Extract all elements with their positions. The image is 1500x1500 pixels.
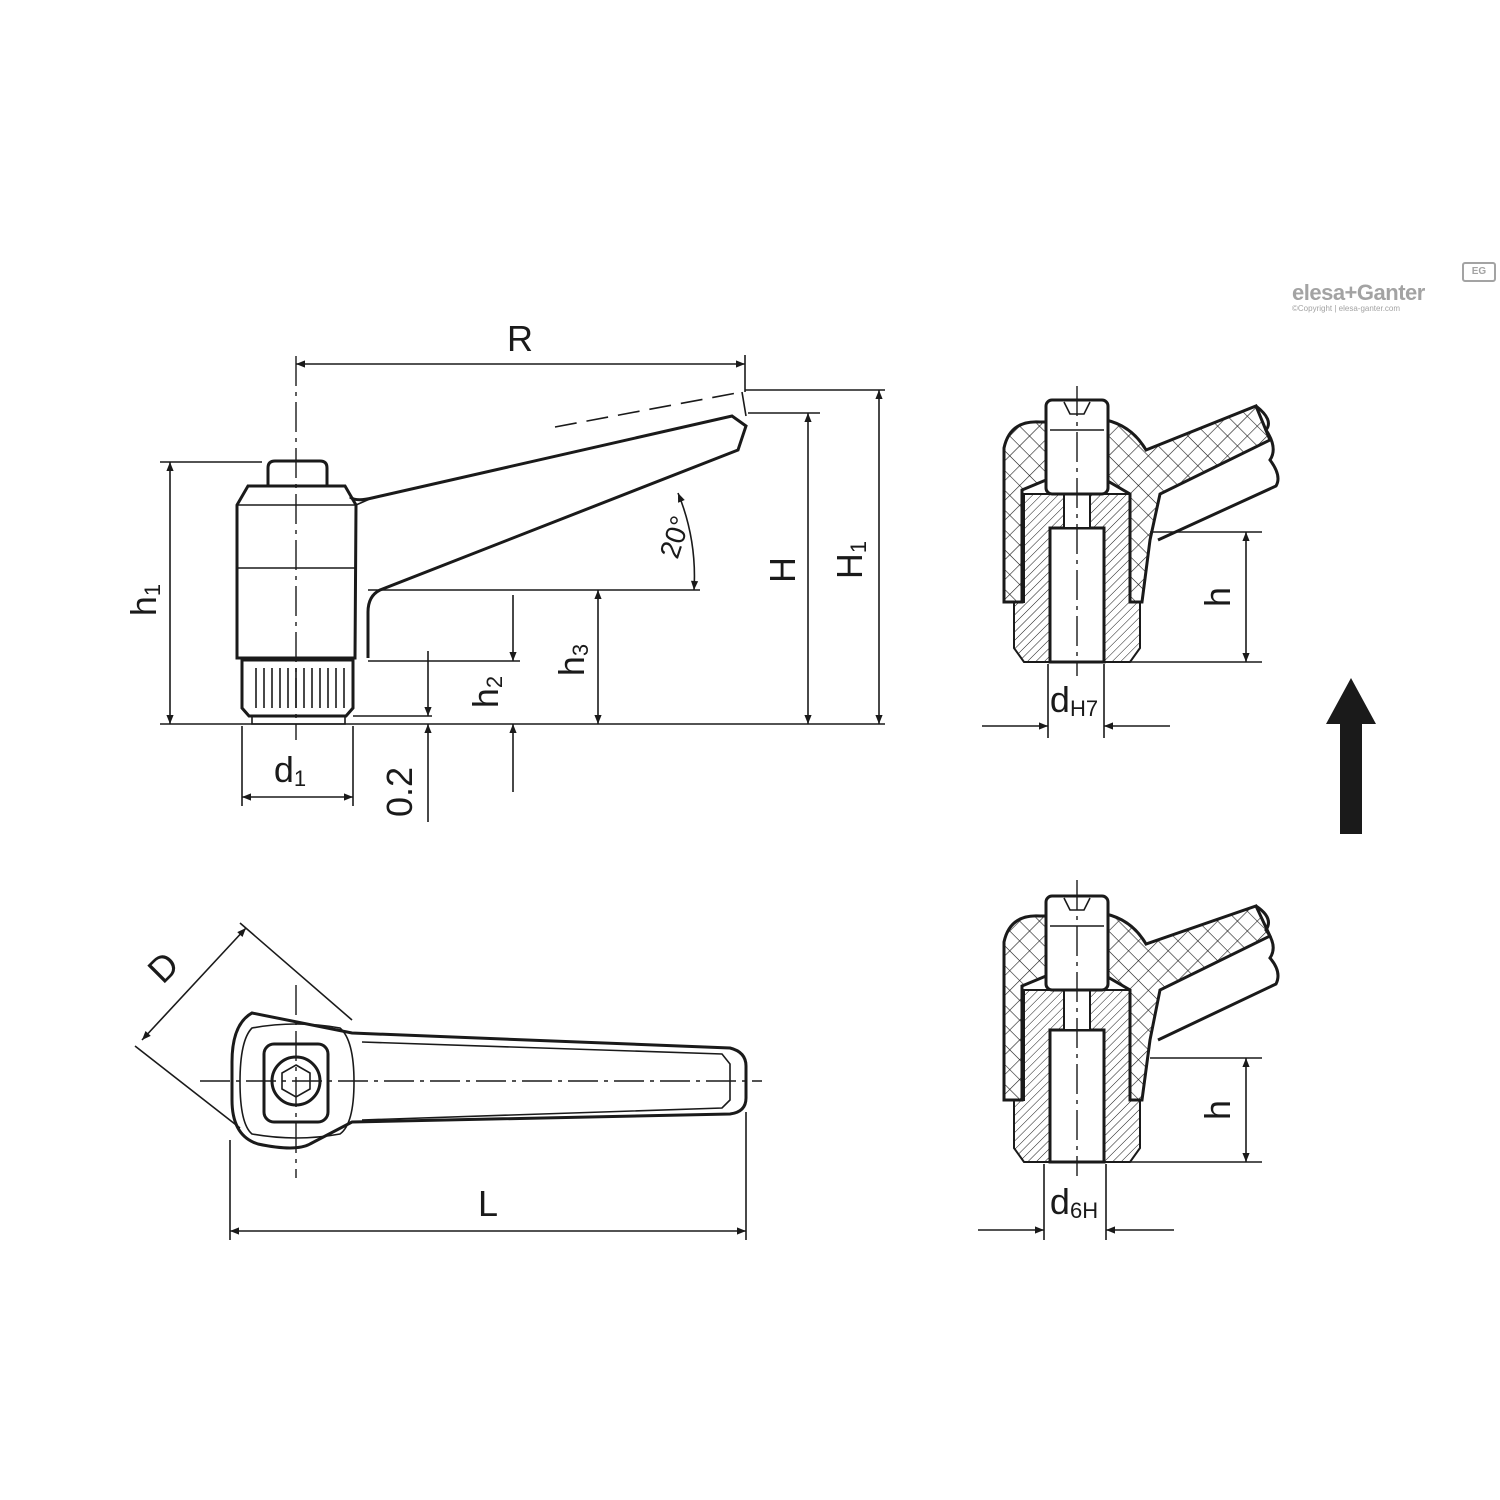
lever-outline-top bbox=[230, 1011, 748, 1150]
label-gap: 0.2 bbox=[379, 767, 420, 817]
label-h2: h2 bbox=[465, 676, 507, 708]
label-angle: 20° bbox=[654, 512, 697, 562]
label-H: H bbox=[762, 557, 803, 583]
label-R: R bbox=[507, 318, 533, 359]
section-lower: h d6H bbox=[978, 880, 1280, 1240]
side-view: R h1 H H1 h3 h2 0.2 d1 20° bbox=[123, 318, 885, 822]
label-d1: d1 bbox=[274, 749, 306, 791]
section-upper: h dH7 bbox=[982, 386, 1280, 738]
brand-logo: EG elesa+Ganter ©Copyright | elesa-gante… bbox=[1292, 262, 1500, 322]
eg-badge: EG bbox=[1462, 262, 1496, 282]
label-H1: H1 bbox=[829, 541, 871, 579]
label-L: L bbox=[478, 1183, 498, 1224]
arrow-up-icon bbox=[1326, 678, 1376, 834]
label-dH7: dH7 bbox=[1050, 679, 1098, 721]
dim-angle-arc bbox=[677, 492, 699, 591]
serrated-hub bbox=[240, 658, 355, 718]
label-h3: h3 bbox=[551, 644, 593, 676]
dim-D-line bbox=[141, 927, 247, 1041]
brand-name: elesa+Ganter bbox=[1292, 280, 1425, 305]
label-h-upper: h bbox=[1197, 587, 1238, 607]
lever-arm bbox=[349, 414, 748, 658]
label-h-lower: h bbox=[1197, 1100, 1238, 1120]
top-view: D L bbox=[134, 922, 762, 1240]
lever-alt-position bbox=[554, 391, 743, 428]
knob-cap bbox=[266, 459, 329, 486]
label-D: D bbox=[139, 943, 186, 990]
label-d6H: d6H bbox=[1050, 1181, 1098, 1223]
copyright-text: ©Copyright | elesa-ganter.com bbox=[1292, 304, 1401, 313]
label-h1: h1 bbox=[123, 584, 165, 616]
